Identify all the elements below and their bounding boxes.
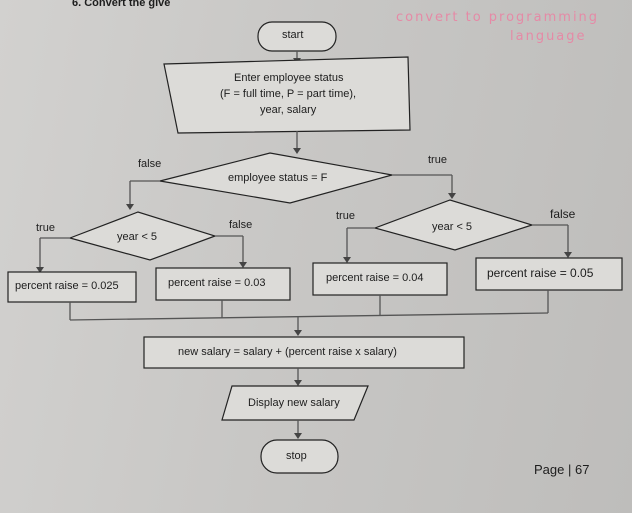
handwritten-note-line2: language bbox=[510, 29, 587, 44]
handwritten-note-line1: convert to programming bbox=[396, 10, 600, 25]
raise-label-1: percent raise = 0.025 bbox=[15, 280, 119, 292]
arrowhead-calc bbox=[294, 330, 302, 336]
start-label: start bbox=[282, 29, 304, 41]
arrowhead-display bbox=[294, 380, 302, 386]
calc-box bbox=[143, 336, 465, 369]
arrowhead-raise-3 bbox=[343, 257, 351, 263]
arrowhead-year-left bbox=[126, 204, 134, 210]
question-heading: 6. Convert the give bbox=[72, 0, 171, 9]
decision-status-true: true bbox=[428, 154, 447, 166]
input-line3: year, salary bbox=[260, 104, 317, 116]
decision-year-left-false: false bbox=[229, 219, 253, 231]
arrowhead-decision-status bbox=[293, 148, 301, 154]
raise-box-2 bbox=[155, 267, 291, 301]
arrowhead-raise-2 bbox=[239, 262, 247, 268]
input-parallelogram bbox=[163, 56, 411, 134]
calc-label: new salary = salary + (percent raise x s… bbox=[178, 346, 397, 358]
display-parallelogram bbox=[221, 385, 369, 421]
raise-label-2: percent raise = 0.03 bbox=[168, 277, 266, 289]
raise-label-4: percent raise = 0.05 bbox=[487, 266, 594, 280]
decision-year-right-label: year < 5 bbox=[432, 221, 473, 233]
page-number: Page | 67 bbox=[534, 462, 590, 477]
input-line1: Enter employee status bbox=[234, 72, 344, 84]
arrowhead-raise-4 bbox=[564, 252, 572, 258]
raise-box-3 bbox=[312, 262, 448, 296]
arrowhead-year-right bbox=[448, 193, 456, 199]
decision-year-left-label: year < 5 bbox=[117, 231, 158, 243]
input-line2: (F = full time, P = part time), bbox=[220, 88, 357, 100]
raise-box-4 bbox=[475, 257, 623, 291]
stop-terminal bbox=[260, 439, 339, 474]
arrowhead-raise-1 bbox=[36, 267, 44, 273]
arrowhead-stop bbox=[294, 433, 302, 439]
display-label: Display new salary bbox=[248, 397, 340, 409]
stop-label: stop bbox=[286, 450, 307, 462]
decision-year-right-false: false bbox=[550, 207, 576, 221]
decision-year-right-true: true bbox=[336, 210, 355, 222]
decision-status-label: employee status = F bbox=[228, 172, 328, 184]
merge-horizontal bbox=[69, 312, 549, 321]
decision-year-left-true: true bbox=[36, 222, 55, 234]
raise-label-3: percent raise = 0.04 bbox=[326, 272, 424, 284]
decision-status-false: false bbox=[138, 158, 162, 170]
raise-box-1 bbox=[7, 271, 137, 303]
